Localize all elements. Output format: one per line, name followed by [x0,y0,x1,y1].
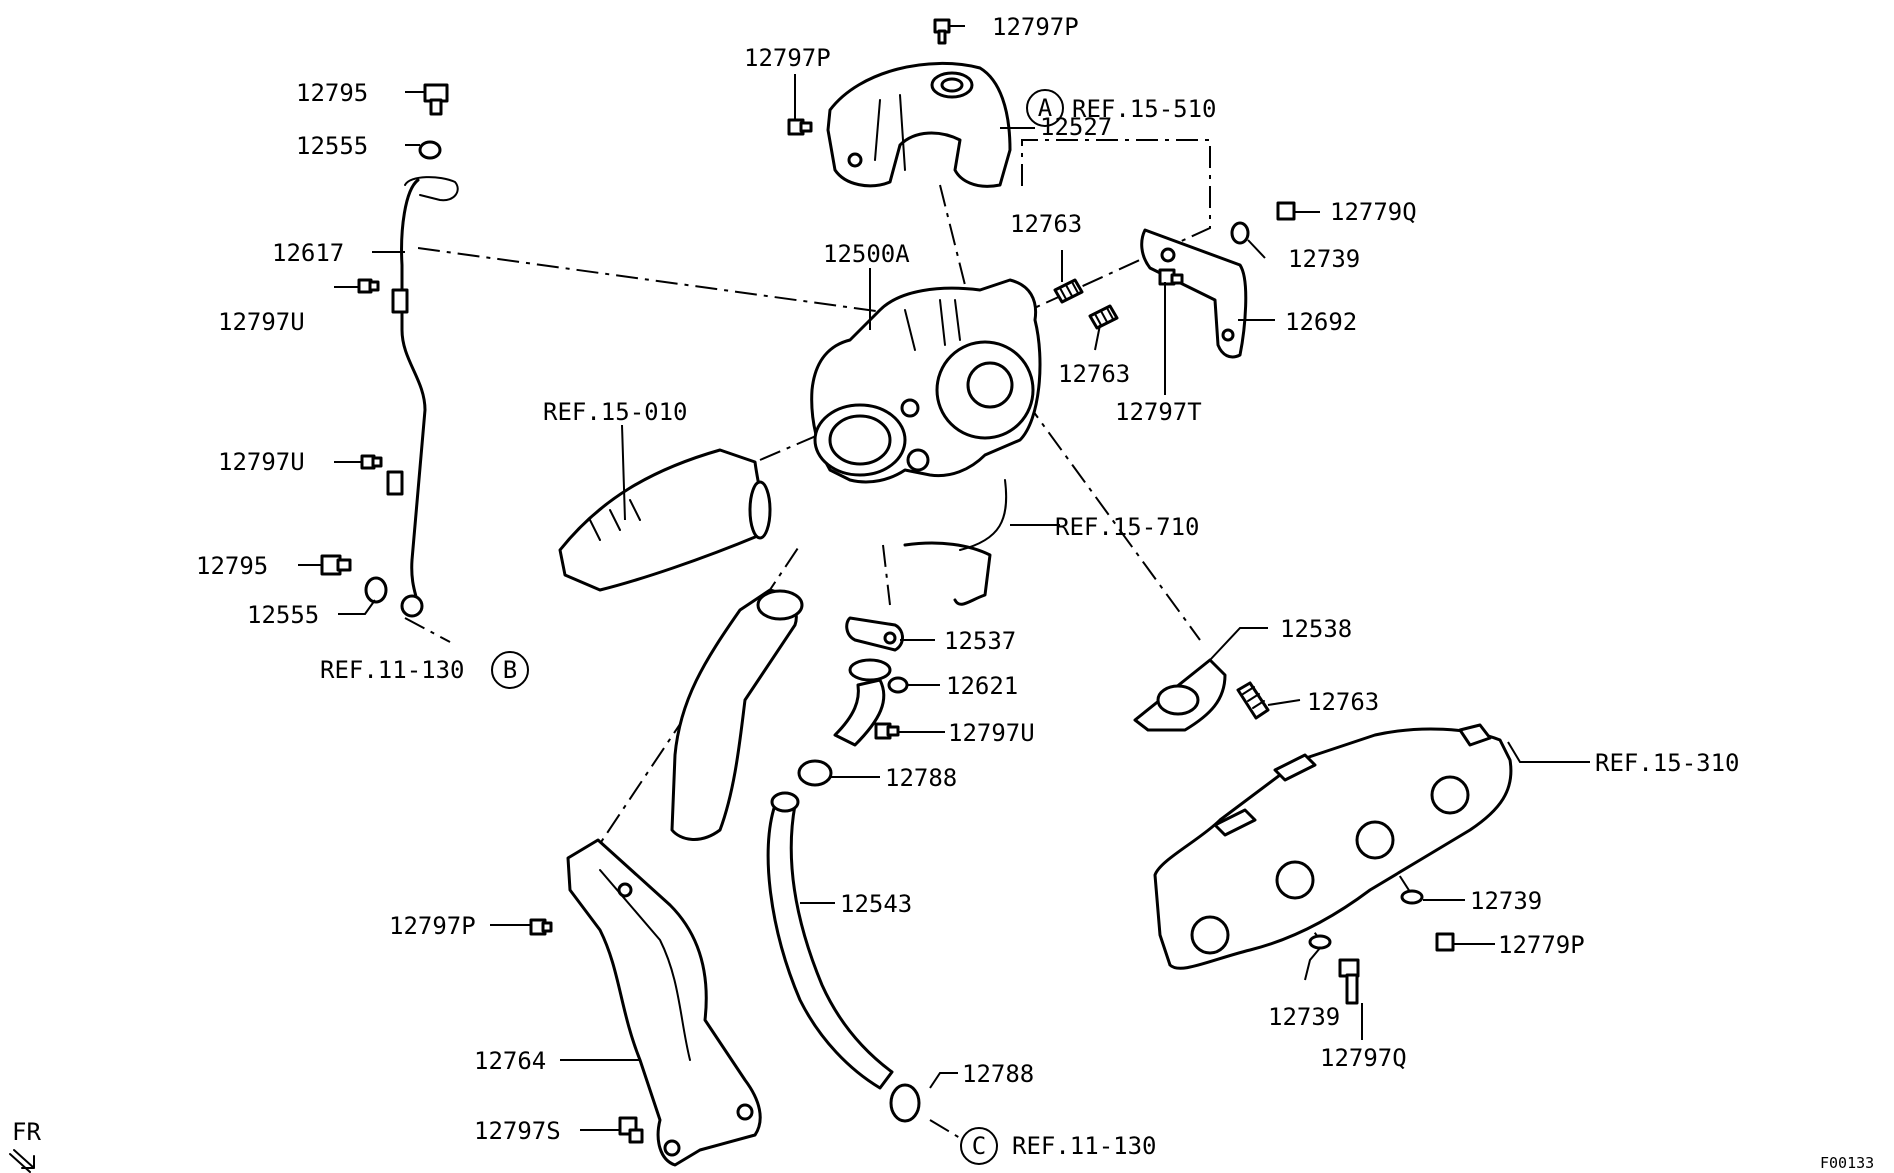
washer-bottom [364,576,388,604]
protector-bolt-top [933,18,951,45]
label-12500a: 12500A [823,240,910,268]
washer-12739-bot [1308,934,1332,950]
label-12764: 12764 [474,1047,546,1075]
stud-12763-b [1088,304,1119,330]
gasket-12538 [1133,658,1227,732]
label-12555-top: 12555 [296,132,368,160]
label-ref-15-310: REF.15-310 [1595,749,1740,777]
turbocharger [810,278,1042,484]
label-12538: 12538 [1280,615,1352,643]
label-ref-15-510: REF.15-510 [1072,95,1217,123]
callout-b-circle [491,651,529,689]
label-12763-c: 12763 [1307,688,1379,716]
nut-12779p [1435,932,1455,952]
label-12797s: 12797S [474,1117,561,1145]
label-12779q: 12779Q [1330,198,1417,226]
oil-return-hose [766,791,894,1090]
label-12617: 12617 [272,239,344,267]
label-12795-top: 12795 [296,79,368,107]
label-12537: 12537 [944,627,1016,655]
leader-lines [298,25,1590,1131]
label-ref-11-130-c: REF.11-130 [1012,1132,1157,1160]
banjo-bolt-top [423,83,449,116]
label-12739-mid: 12739 [1470,887,1542,915]
bracket-bolt-12797s [618,1116,644,1144]
bolt-12797t [1158,268,1184,286]
fr-label: FR [12,1118,41,1146]
heat-protector [826,61,1012,188]
turbo-bracket [1140,228,1248,359]
exhaust-manifold [1153,723,1513,970]
washer-12739-mid [1400,889,1424,905]
washer-12739-top [1230,221,1250,245]
label-12797p-left: 12797P [744,44,831,72]
label-12788-a: 12788 [885,764,957,792]
gasket-12537 [845,616,904,652]
pipe-bolt-a [357,278,380,294]
label-12797u-b: 12797U [218,448,305,476]
callout-b-letter: B [503,656,517,684]
label-12621: 12621 [946,672,1018,700]
label-12555-bot: 12555 [247,601,319,629]
label-12779p: 12779P [1498,931,1585,959]
bolt-12797u-mid [874,722,900,740]
clamp-12788-top [797,759,833,787]
stud-12763-a [1053,278,1084,304]
front-direction-indicator: FR [9,1118,41,1173]
label-12739-top: 12739 [1288,245,1360,273]
label-12797t: 12797T [1115,398,1202,426]
fr-arrow-icon [9,1149,35,1173]
intake-hose [558,448,772,592]
label-12797p-top: 12797P [992,13,1079,41]
label-12763-a: 12763 [1010,210,1082,238]
bracket-bolt-12797p [529,918,553,936]
part-labels: 12797P 12797P 12527 REF.15-510 12779Q 12… [196,13,1740,1160]
label-12763-b: 12763 [1058,360,1130,388]
bolt-12797q [1338,958,1360,1005]
protector-bolt-left [787,118,813,136]
oil-feed-pipe [386,176,459,618]
label-ref-15-010: REF.15-010 [543,398,688,426]
label-12527: 12527 [1040,113,1112,141]
air-hose [670,588,804,841]
nut-12779q [1276,201,1296,221]
figure-code: F00133 [1820,1154,1874,1172]
label-ref-11-130-b: REF.11-130 [320,656,465,684]
label-12788-b: 12788 [962,1060,1034,1088]
oil-return-assembly [903,479,1008,606]
label-ref-15-710: REF.15-710 [1055,513,1200,541]
label-12797u-c: 12797U [948,719,1035,747]
callout-a-letter: A [1038,94,1053,122]
label-12739-bot: 12739 [1268,1003,1340,1031]
label-12797p-bot: 12797P [389,912,476,940]
callout-c-letter: C [972,1132,986,1160]
label-12797u-a: 12797U [218,308,305,336]
banjo-bolt-bottom [320,554,352,576]
stud-12763-c [1236,681,1270,720]
washer-top [418,140,442,160]
label-12692: 12692 [1285,308,1357,336]
pipe-bolt-b [360,454,383,470]
callout-c-circle [960,1127,998,1165]
label-12795-bot: 12795 [196,552,268,580]
clamp-12788-bottom [889,1083,921,1123]
label-12543: 12543 [840,890,912,918]
lower-bracket [566,838,762,1167]
callout-a-circle [1026,89,1064,127]
label-12797q: 12797Q [1320,1044,1407,1072]
